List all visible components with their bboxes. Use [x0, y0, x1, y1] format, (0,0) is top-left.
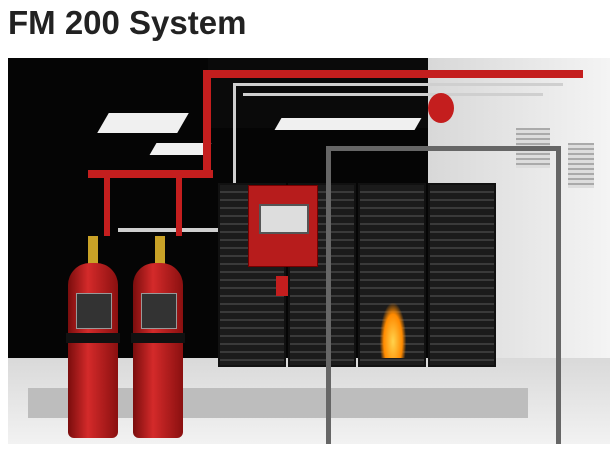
- ceiling-light: [97, 113, 189, 133]
- panel-display: [259, 204, 309, 234]
- fire-flame: [380, 303, 406, 358]
- cylinder-valve: [155, 236, 165, 266]
- cylinder-label: [76, 293, 112, 329]
- detection-pipe: [233, 83, 563, 86]
- structural-frame: [326, 146, 561, 444]
- manual-pull-station: [276, 276, 288, 296]
- fire-control-panel: [248, 185, 318, 267]
- discharge-pipe: [176, 170, 182, 236]
- ceiling-light: [274, 118, 422, 130]
- cylinder-bracket: [131, 333, 185, 343]
- fm200-cylinder: [68, 263, 118, 438]
- page-title: FM 200 System: [8, 4, 247, 41]
- discharge-pipe: [88, 170, 213, 178]
- discharge-pipe: [203, 70, 211, 175]
- cylinder-valve: [88, 236, 98, 266]
- fm200-cylinder: [133, 263, 183, 438]
- wall-vent: [568, 143, 594, 188]
- detection-pipe: [118, 228, 248, 232]
- discharge-pipe: [104, 170, 110, 236]
- cylinder-label: [141, 293, 177, 329]
- alarm-bell-icon: [428, 93, 454, 123]
- server-rack: [428, 183, 496, 367]
- discharge-pipe: [203, 70, 583, 78]
- detection-pipe: [243, 93, 543, 96]
- fm200-system-illustration: [8, 58, 610, 444]
- cylinder-bracket: [66, 333, 120, 343]
